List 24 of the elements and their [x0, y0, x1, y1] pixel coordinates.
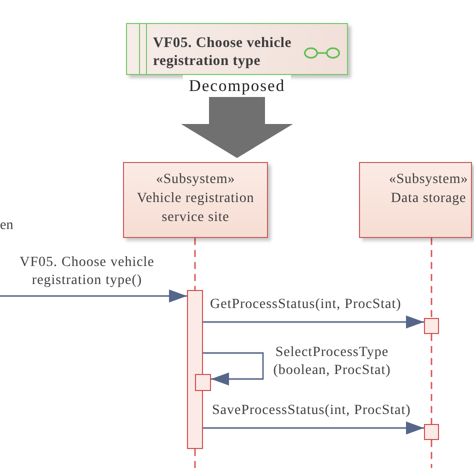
lifeline	[194, 238, 196, 290]
partial-label: en	[0, 218, 14, 234]
edge-label: SaveProcessStatus(int, ProcStat)	[212, 402, 411, 420]
lifeline	[194, 449, 196, 468]
lifeline-name: Data storage	[390, 190, 466, 208]
lifeline-head-box	[359, 162, 472, 238]
message-arrow	[203, 422, 424, 434]
lifeline	[430, 440, 432, 468]
lifeline-name: Vehicle registration service site	[136, 190, 256, 227]
activation-box	[195, 374, 211, 391]
activity-box	[126, 23, 348, 75]
lifeline-head-box	[123, 162, 268, 238]
activation-box	[424, 318, 439, 334]
lifeline	[430, 334, 432, 424]
stereotype-label: «Subsystem»	[156, 171, 236, 189]
activation-box	[424, 424, 439, 440]
activation-box	[187, 290, 203, 449]
stereotype-label: «Subsystem»	[388, 171, 468, 189]
message-arrow	[0, 290, 187, 302]
activity-title: VF05. Choose vehicle registration type	[153, 34, 292, 70]
edge-label: GetProcessStatus(int, ProcStat)	[210, 296, 402, 314]
lifeline	[430, 238, 432, 318]
message-arrow	[203, 316, 424, 328]
message-arrow	[203, 352, 264, 386]
